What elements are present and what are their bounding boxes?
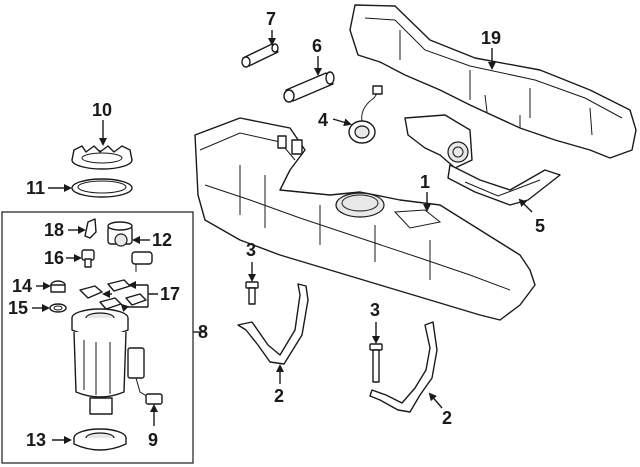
leader-lines (32, 30, 533, 444)
callout-2-left: 2 (274, 386, 284, 406)
callout-8: 8 (198, 322, 208, 342)
seal-part (71, 178, 133, 198)
filler-neck-part (404, 114, 561, 206)
o-ring-part (49, 303, 67, 313)
callout-19: 19 (481, 28, 501, 48)
pump-connector-part (131, 251, 153, 272)
level-sender-part (127, 347, 163, 405)
leader-2-right (428, 392, 443, 409)
leader-4 (332, 118, 352, 127)
sending-unit-connector-part (348, 85, 383, 144)
callout-6: 6 (312, 36, 322, 56)
callout-2-right: 2 (442, 408, 452, 428)
lock-ring-part (71, 145, 133, 170)
retainer-part (84, 218, 97, 239)
callout-12: 12 (152, 230, 172, 250)
callout-3-right: 3 (370, 300, 380, 320)
callout-5: 5 (535, 216, 545, 236)
callout-1: 1 (420, 172, 430, 192)
callout-7: 7 (266, 9, 276, 29)
pressure-regulator-part (107, 221, 133, 247)
hose-part (283, 71, 335, 103)
callout-13: 13 (26, 430, 46, 450)
callout-11: 11 (26, 178, 45, 198)
strainer-part (73, 428, 127, 451)
callout-15: 15 (8, 298, 28, 318)
callout-16: 16 (44, 248, 64, 268)
callout-18: 18 (44, 220, 64, 240)
tank-strap-right-part (369, 321, 438, 413)
tank-strap-left-part (237, 283, 309, 365)
strap-bolt-left-part (245, 281, 259, 305)
callout-14: 14 (12, 276, 32, 296)
leader-17 (124, 284, 158, 308)
valve-part (81, 249, 95, 268)
callout-10: 10 (92, 100, 112, 120)
callout-labels: 1 19 7 6 4 5 10 11 18 12 16 14 17 15 8 9… (8, 9, 545, 450)
strap-bolt-right-part (369, 343, 383, 383)
fuel-pump-kit-box (1, 211, 194, 464)
callout-9: 9 (148, 430, 158, 450)
callout-4: 4 (318, 110, 328, 130)
callout-3-left: 3 (246, 240, 256, 260)
leader-5 (518, 198, 533, 213)
fuel-pump-module-part (71, 308, 129, 415)
fitting-part (50, 280, 66, 293)
fuel-tank-part (194, 117, 536, 321)
hose-connector-part (241, 43, 279, 68)
callout-17: 17 (160, 284, 180, 304)
leader-17-c (120, 303, 130, 313)
heat-shield-part (349, 4, 637, 159)
